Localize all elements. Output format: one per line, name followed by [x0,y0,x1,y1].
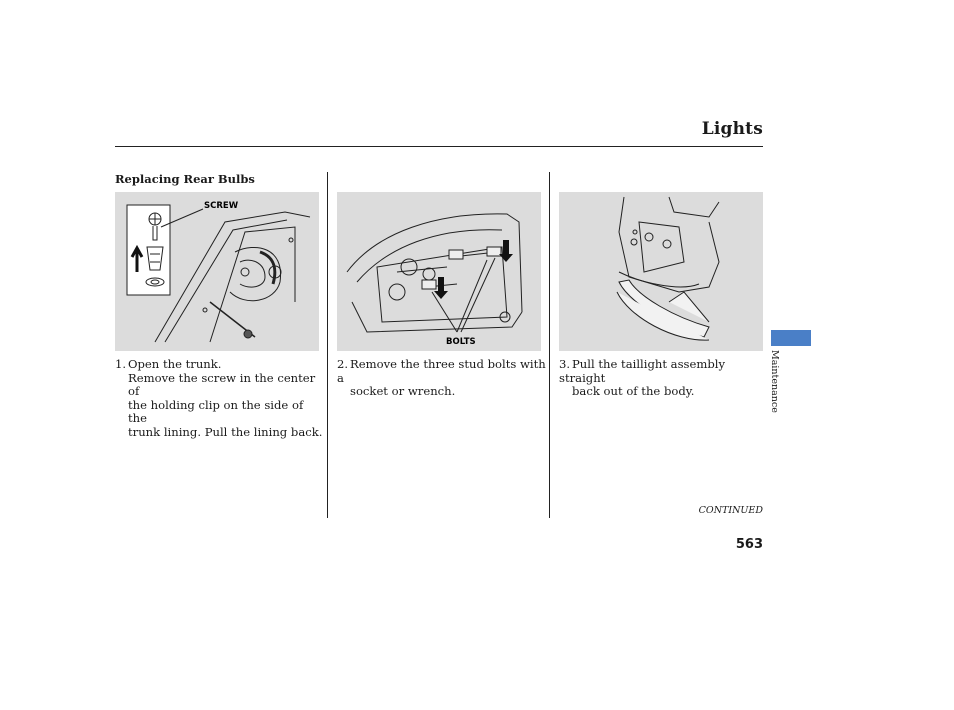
step-3: 3.Pull the taillight assembly straight b… [559,357,726,398]
column-divider-2 [549,172,550,518]
taillight-removal-illustration [616,196,720,341]
screw-label: SCREW [204,201,239,211]
trunk-lining-illustration: SCREW [126,201,311,343]
figure-taillight-assembly [559,192,763,351]
bolts-label: BOLTS [446,337,476,347]
step-1: 1.Open the trunk. Remove the screw in th… [115,357,323,439]
continued-note: CONTINUED [698,505,763,516]
title-rule [115,146,763,147]
column-divider-1 [327,172,328,518]
section-tab-marker [771,330,811,346]
side-tab-label: Maintenance [769,350,780,413]
figure-stud-bolts: BOLTS [337,192,541,351]
taillight-bolts-illustration: BOLTS [346,213,523,347]
section-heading: Replacing Rear Bulbs [115,172,255,186]
figure-trunk-screw: SCREW [115,192,319,351]
step-2: 2.Remove the three stud bolts with a soc… [337,357,546,398]
page-title: Lights [701,119,763,139]
page-number: 563 [735,537,763,552]
